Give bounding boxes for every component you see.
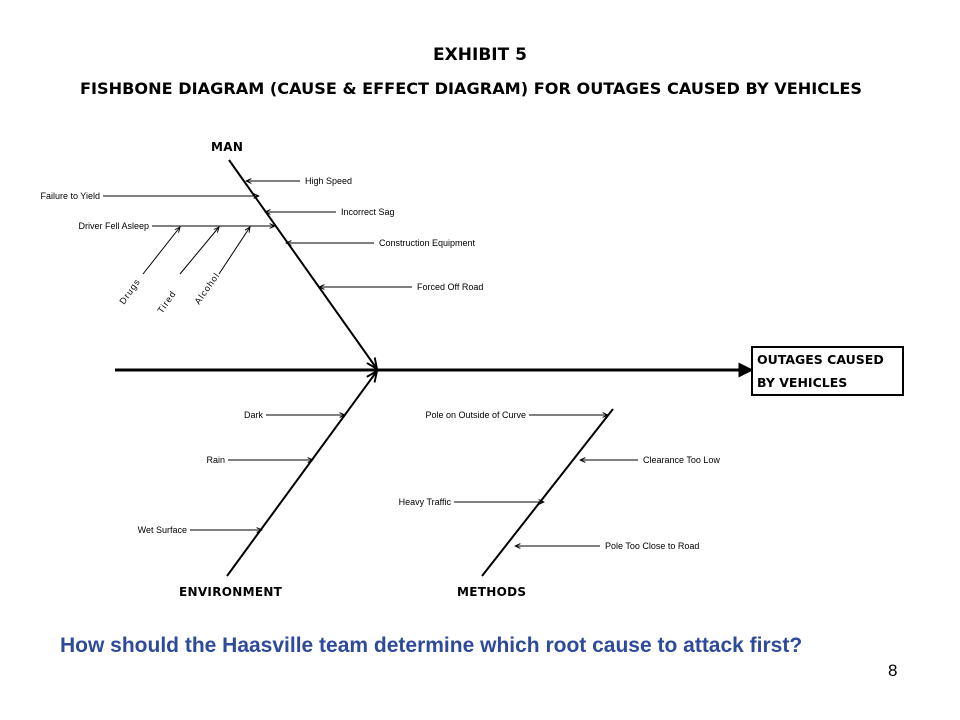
subcause-arrow-tired <box>179 227 219 275</box>
methods-bone <box>481 408 614 577</box>
cause-dark: Dark <box>244 410 264 420</box>
subcause-alcohol: Alcohol <box>192 270 221 306</box>
effect-line-2: BY VEHICLES <box>757 375 847 390</box>
cause-failure-to-yield: Failure to Yield <box>40 191 100 201</box>
subcause-arrow-drugs <box>142 227 180 275</box>
subcause-drugs: Drugs <box>117 277 142 307</box>
cause-driver-fell-asleep: Driver Fell Asleep <box>78 221 149 231</box>
cause-incorrect-sag: Incorrect Sag <box>341 207 395 217</box>
cause-wet-surface: Wet Surface <box>138 525 187 535</box>
cause-rain: Rain <box>206 455 225 465</box>
cause-heavy-traffic: Heavy Traffic <box>399 497 452 507</box>
effect-line-1: OUTAGES CAUSED <box>757 352 884 367</box>
cause-pole-outside-curve: Pole on Outside of Curve <box>425 410 526 420</box>
cause-construction-equipment: Construction Equipment <box>379 238 476 248</box>
cause-pole-too-close: Pole Too Close to Road <box>605 541 699 551</box>
category-methods: METHODS <box>457 585 526 599</box>
subcause-arrow-alcohol <box>218 227 250 275</box>
page-number: 8 <box>888 661 898 680</box>
man-bone <box>228 159 377 369</box>
category-man: MAN <box>211 140 243 154</box>
question-text: How should the Haasville team determine … <box>60 634 803 657</box>
diagram-title: FISHBONE DIAGRAM (CAUSE & EFFECT DIAGRAM… <box>80 79 862 98</box>
cause-high-speed: High Speed <box>305 176 352 186</box>
subcause-tired: Tired <box>155 289 178 315</box>
effect-box <box>751 346 904 396</box>
category-environment: ENVIRONMENT <box>179 585 283 599</box>
exhibit-title: EXHIBIT 5 <box>433 45 527 65</box>
cause-forced-off-road: Forced Off Road <box>417 282 483 292</box>
cause-clearance-too-low: Clearance Too Low <box>643 455 720 465</box>
environment-bone <box>226 371 377 577</box>
